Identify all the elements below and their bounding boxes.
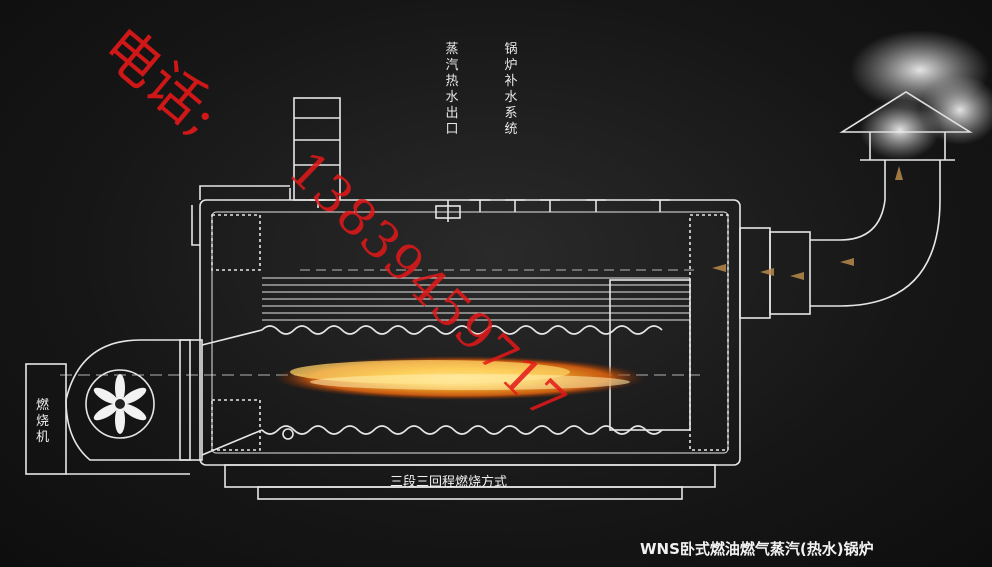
water-supply-label: 锅炉补水系统 (504, 42, 518, 137)
burner-label: 燃烧机 (36, 398, 50, 445)
fan-wheel (85, 369, 155, 439)
burner-fan-housing (65, 339, 191, 461)
furnace-top (261, 325, 663, 335)
burner-flame (275, 356, 645, 400)
steam-outlet-label: 蒸汽热水出口 (445, 42, 459, 137)
fan-blades (93, 374, 147, 434)
flow-arrows (712, 166, 903, 280)
combustion-mode-label: 三段三回程燃烧方式 (390, 475, 508, 490)
smoke-cloud (850, 30, 992, 160)
chimney-pipe (810, 160, 941, 307)
smoke-tubes (262, 277, 690, 321)
furnace-bottom (261, 425, 663, 435)
burner-box (25, 363, 67, 475)
top-valves (310, 199, 670, 222)
figure-caption: WNS卧式燃油燃气蒸汽(热水)锅炉 (640, 540, 874, 558)
